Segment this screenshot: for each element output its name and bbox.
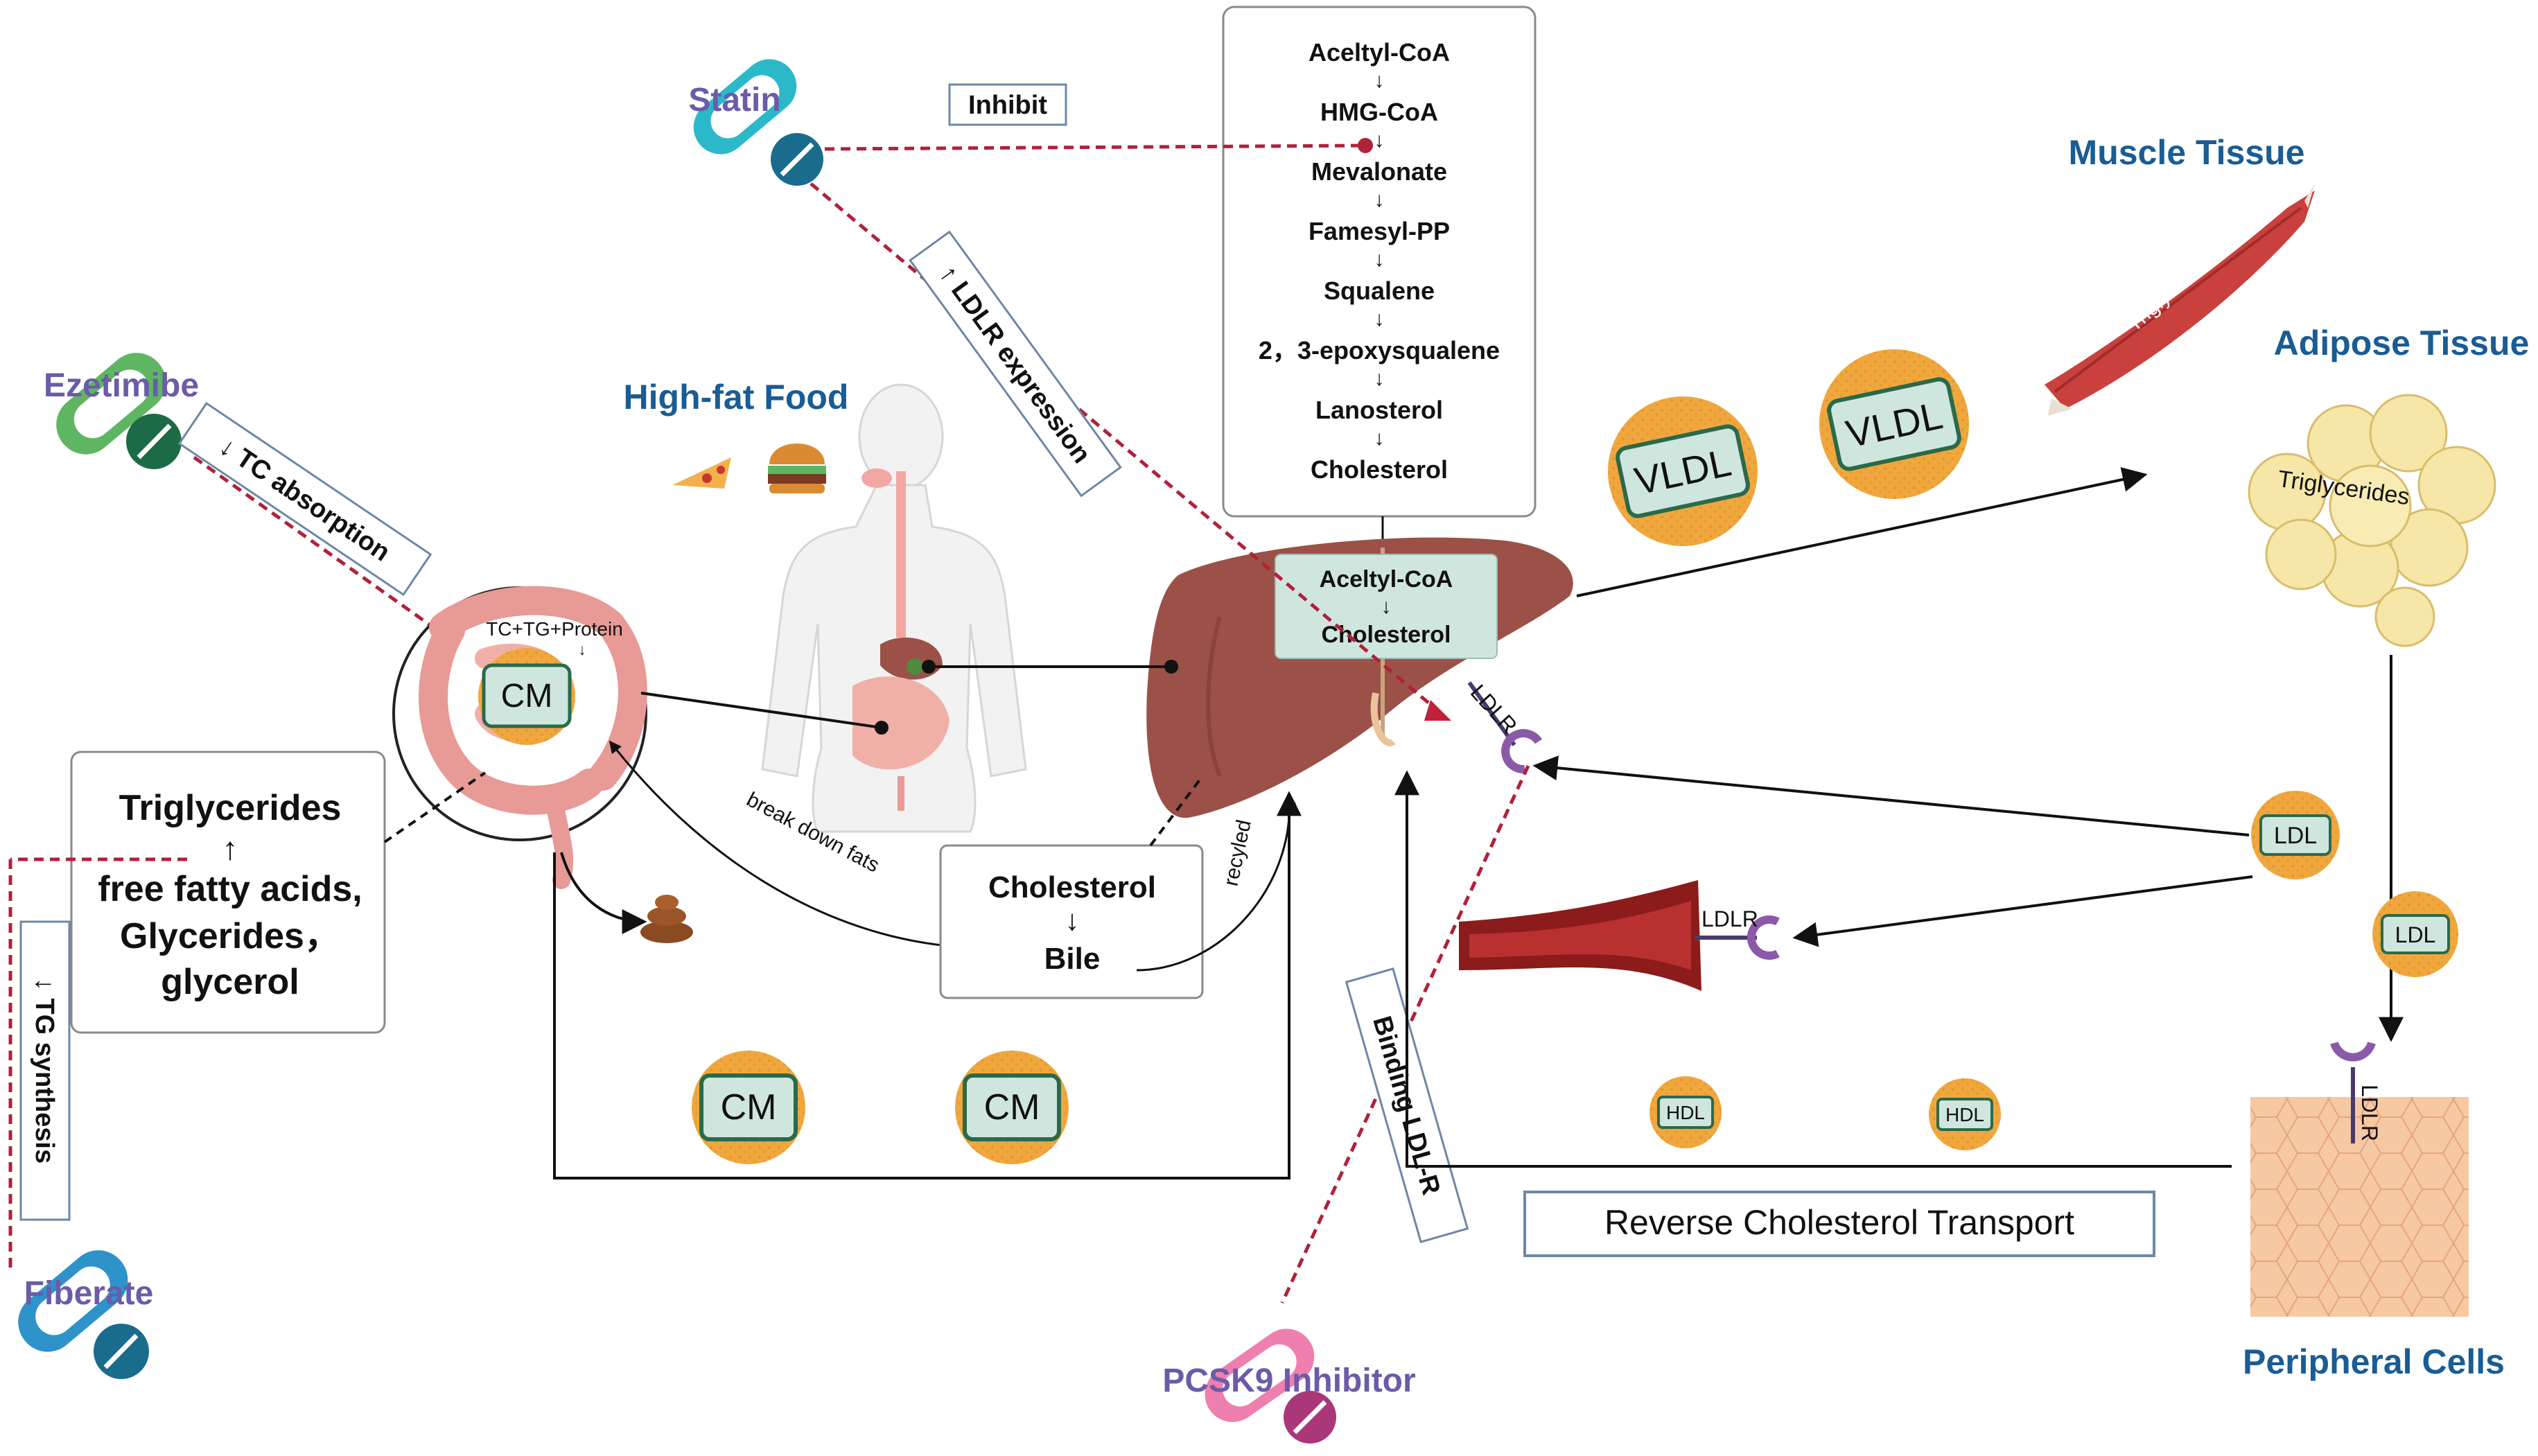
bile-line2: Bile <box>1044 942 1101 976</box>
pathway-step: Squalene <box>1324 277 1435 305</box>
fiberate-drug: Fiberate <box>18 1250 154 1379</box>
human-body-figure <box>761 383 1027 833</box>
tg-line1: Triglycerides <box>119 788 342 828</box>
cm-label-2: CM <box>984 1087 1040 1128</box>
pizza-icon <box>672 457 731 489</box>
gut-absorption-label: TC+TG+Protein <box>486 618 623 640</box>
pcsk9-inhibitor-drug: PCSK9 Inhibitor <box>1162 1328 1416 1444</box>
burger-icon <box>768 444 826 493</box>
bile-arrow: ↓ <box>1065 904 1080 936</box>
liver-ldlr-label: LDLR <box>1466 680 1522 739</box>
recyled-label: recyled <box>1220 818 1256 888</box>
liver: Aceltyl-CoA ↓ Cholesterol <box>1146 537 1573 818</box>
cm-particle-1: CM <box>692 1051 805 1164</box>
feces-icon <box>640 895 693 943</box>
hdl-particle-2: HDL <box>1929 1078 2001 1150</box>
pathway-steps: Aceltyl-CoA↓HMG-CoA↓Mevalonate↓Famesyl-P… <box>1259 38 1500 484</box>
pathway-step: Lanosterol <box>1315 396 1443 424</box>
pathway-arrow: ↓ <box>1374 69 1385 92</box>
cm-particle-2: CM <box>955 1051 1069 1164</box>
statin-drug: Statin <box>688 59 823 186</box>
hdl-particle-1: HDL <box>1649 1076 1722 1148</box>
peripheral-cells-tissue <box>2250 1097 2469 1317</box>
vldl-particle-2: VLDL <box>1819 349 1969 499</box>
inhibit-label: Inhibit <box>968 91 1047 120</box>
ldl-particle-1: LDL <box>2251 791 2340 879</box>
tg-line3: Glycerides， <box>120 916 340 956</box>
pathway-step: HMG-CoA <box>1320 98 1438 126</box>
fiberate-label: Fiberate <box>24 1275 154 1312</box>
pathway-step: Mevalonate <box>1311 157 1447 186</box>
peripheral-cells-title: Peripheral Cells <box>2243 1342 2505 1381</box>
mevalonate-pathway-box: Aceltyl-CoA↓HMG-CoA↓Mevalonate↓Famesyl-P… <box>1222 6 1537 518</box>
vldl-particle-1: VLDL <box>1608 396 1758 546</box>
pathway-arrow: ↓ <box>1374 367 1385 390</box>
tc-absorption-label: ↓ TC absorption <box>214 432 396 567</box>
ldl-label-1: LDL <box>2274 823 2317 849</box>
tg-arrow: ↑ <box>222 830 238 866</box>
cm-label-1: CM <box>721 1087 777 1128</box>
liver-box-arrow: ↓ <box>1381 595 1392 618</box>
adipose-cells-icon <box>2248 394 2496 647</box>
hdl-label-2: HDL <box>1945 1104 1984 1125</box>
muscle-icon <box>2045 184 2315 416</box>
liver-box-top: Aceltyl-CoA <box>1320 566 1453 593</box>
gut-absorption-arrow: ↓ <box>579 641 586 658</box>
ldl-particle-2: LDL <box>2372 891 2458 977</box>
pathway-step: 2，3-epoxysqualene <box>1259 336 1500 365</box>
pathway-arrow: ↓ <box>1374 427 1385 450</box>
tg-line2: free fatty acids, <box>98 869 362 909</box>
adipose-tissue-title: Adipose Tissue <box>2274 324 2530 362</box>
hdl-label-1: HDL <box>1666 1102 1705 1123</box>
high-fat-food-title: High-fat Food <box>624 378 849 416</box>
triglyceride-box: Triglycerides ↑ free fatty acids, Glycer… <box>70 751 386 1034</box>
ezetimibe-label: Ezetimibe <box>44 367 199 404</box>
gut-cm-label: CM <box>501 678 553 714</box>
statin-label: Statin <box>688 82 780 119</box>
pathway-step: Aceltyl-CoA <box>1309 38 1450 67</box>
artery-icon <box>1459 880 1701 991</box>
pathway-arrow: ↓ <box>1374 188 1385 211</box>
pathway-step: Cholesterol <box>1311 455 1448 484</box>
pathway-step: Famesyl-PP <box>1309 217 1450 245</box>
pathway-arrow: ↓ <box>1374 248 1385 271</box>
ldl-label-2: LDL <box>2395 922 2436 947</box>
muscle-tissue-title: Muscle Tissue <box>2069 133 2305 172</box>
pathway-arrow: ↓ <box>1374 129 1385 152</box>
ldlr-expression-label: ↑ LDLR expression <box>934 260 1096 468</box>
peripheral-ldlr-label: LDLR <box>2357 1085 2382 1141</box>
pathway-arrow: ↓ <box>1374 308 1385 331</box>
reverse-transport-label: Reverse Cholesterol Transport <box>1604 1203 2074 1242</box>
cholesterol-bile-box: Cholesterol ↓ Bile <box>939 844 1204 999</box>
tg-line4: glycerol <box>161 962 299 1002</box>
ezetimibe-drug: Ezetimibe <box>44 353 199 469</box>
intestine-magnified: CM TC+TG+Protein ↓ <box>392 586 647 889</box>
artery-ldlr-label: LDLR <box>1701 906 1758 931</box>
bile-line1: Cholesterol <box>988 870 1156 904</box>
pcsk9-label: PCSK9 Inhibitor <box>1162 1362 1415 1399</box>
tg-synthesis-label: ↓ TG synthesis <box>30 978 59 1164</box>
liver-box-bottom: Cholesterol <box>1321 622 1451 648</box>
